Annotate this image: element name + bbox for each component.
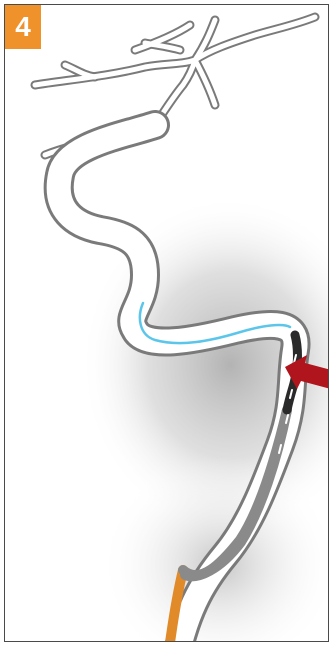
vessel-illustration [5, 5, 329, 642]
vessel-branches [35, 17, 315, 155]
step-number-badge: 4 [5, 5, 41, 49]
step-panel: 4 [4, 4, 329, 642]
